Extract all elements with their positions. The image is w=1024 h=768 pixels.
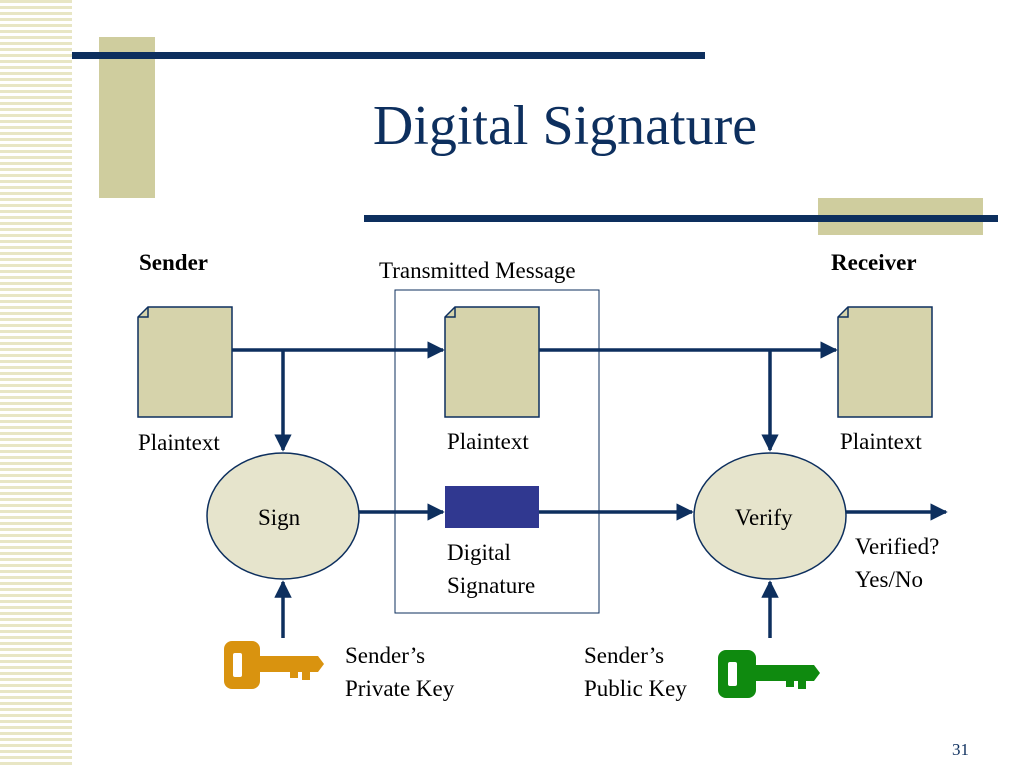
- document-icon: [444, 306, 540, 418]
- decorative-bar-middle: [364, 215, 998, 222]
- decorative-stripes: [0, 0, 72, 768]
- plaintext-receiver-label: Plaintext: [840, 429, 922, 454]
- receiver-label: Receiver: [831, 250, 917, 275]
- digital-signature-label-line2: Signature: [447, 573, 536, 598]
- public-key-label-line1: Sender’s: [584, 643, 665, 668]
- verified-label-line2: Yes/No: [855, 567, 923, 592]
- key-icon: [224, 641, 324, 689]
- plaintext-sender-label: Plaintext: [138, 430, 220, 455]
- transmitted-message-frame: [394, 289, 600, 614]
- digital-signature-block: [445, 486, 539, 528]
- key-icon: [718, 650, 820, 698]
- private-key-label-line1: Sender’s: [345, 643, 426, 668]
- page-title: Digital Signature: [372, 95, 758, 157]
- sign-process: [206, 452, 360, 580]
- flow-arrows: [232, 341, 948, 638]
- slide-number: 31: [952, 740, 969, 759]
- verify-label: Verify: [735, 505, 793, 530]
- document-icon: [137, 306, 233, 418]
- plaintext-transmitted-label: Plaintext: [447, 429, 529, 454]
- public-key-label-line2: Public Key: [584, 676, 687, 701]
- decorative-bar-top: [72, 52, 705, 59]
- verify-process: [693, 452, 847, 580]
- digital-signature-label-line1: Digital: [447, 540, 511, 565]
- decorative-block-left: [99, 37, 155, 198]
- sender-label: Sender: [139, 250, 208, 275]
- sign-label: Sign: [258, 505, 301, 530]
- document-icon: [837, 306, 933, 418]
- transmitted-message-label: Transmitted Message: [379, 258, 576, 283]
- private-key-label-line2: Private Key: [345, 676, 455, 701]
- verified-label-line1: Verified?: [855, 534, 940, 559]
